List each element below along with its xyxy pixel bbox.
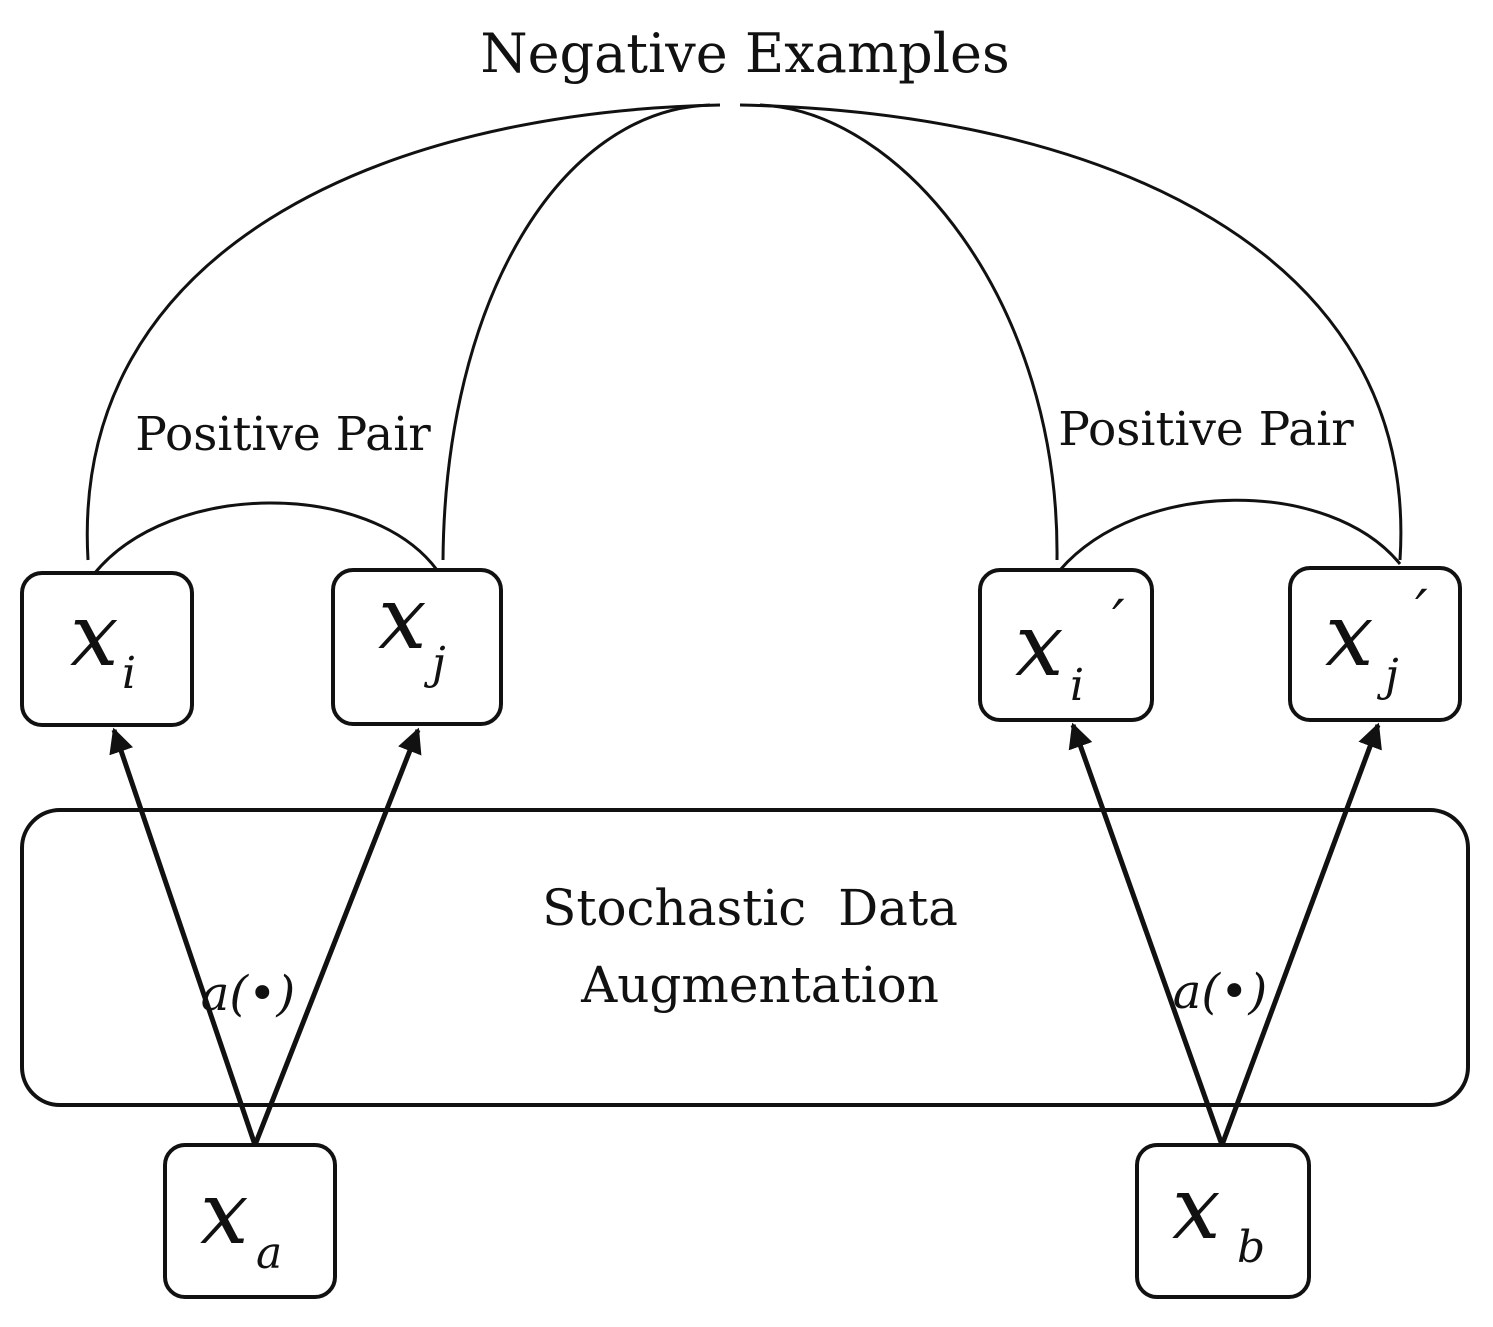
view-node-xj-prime: x j ′ [1288,566,1462,722]
view-xj-symbol: x [378,569,427,669]
augmentation-label-line2: Augmentation [580,956,939,1014]
view-node-xj: x j [331,568,503,726]
source-node-xa: x a [163,1143,337,1299]
negative-arc-xi-prime [759,103,1059,561]
view-xi-subscript: i [122,648,136,699]
positive-pair-label-left: Positive Pair [135,407,431,462]
view-xi-prime-subscript: i [1070,660,1084,711]
source-xb-subscript: b [1237,1222,1265,1273]
source-node-xb: x b [1135,1143,1311,1299]
negative-examples-title: Negative Examples [480,22,1009,85]
view-xj-prime-mark: ′ [1415,579,1428,644]
view-xi-prime-symbol: x [1015,596,1064,696]
arrow-xb-to-xj-prime [1219,722,1382,1146]
augmentation-box [20,808,1470,1107]
view-node-xi: x i [20,571,194,727]
view-xi-prime-mark: ′ [1112,589,1125,654]
positive-pair-arc-right [1058,498,1402,571]
view-xj-prime-symbol: x [1325,586,1374,686]
source-xa-symbol: x [200,1164,249,1264]
augment-function-label-right: a(•) [1173,964,1267,1020]
positive-pair-arc-left [92,501,439,575]
negative-arc-xj-prime [739,103,1403,561]
arrow-xa-to-xi [109,727,258,1146]
view-node-xi-prime: x i ′ [978,568,1154,722]
source-xb-symbol: x [1172,1159,1221,1259]
positive-pair-label-right: Positive Pair [1058,402,1354,457]
augmentation-label-line1: Stochastic Data [542,879,958,937]
negative-arc-xj [441,103,711,561]
arrow-xa-to-xj [252,727,422,1146]
arrow-xb-to-xi-prime [1068,722,1225,1146]
view-xi-symbol: x [70,586,119,686]
source-xa-subscript: a [256,1228,282,1279]
negative-arc-xi [85,103,721,561]
augment-function-label-left: a(•) [201,966,295,1022]
